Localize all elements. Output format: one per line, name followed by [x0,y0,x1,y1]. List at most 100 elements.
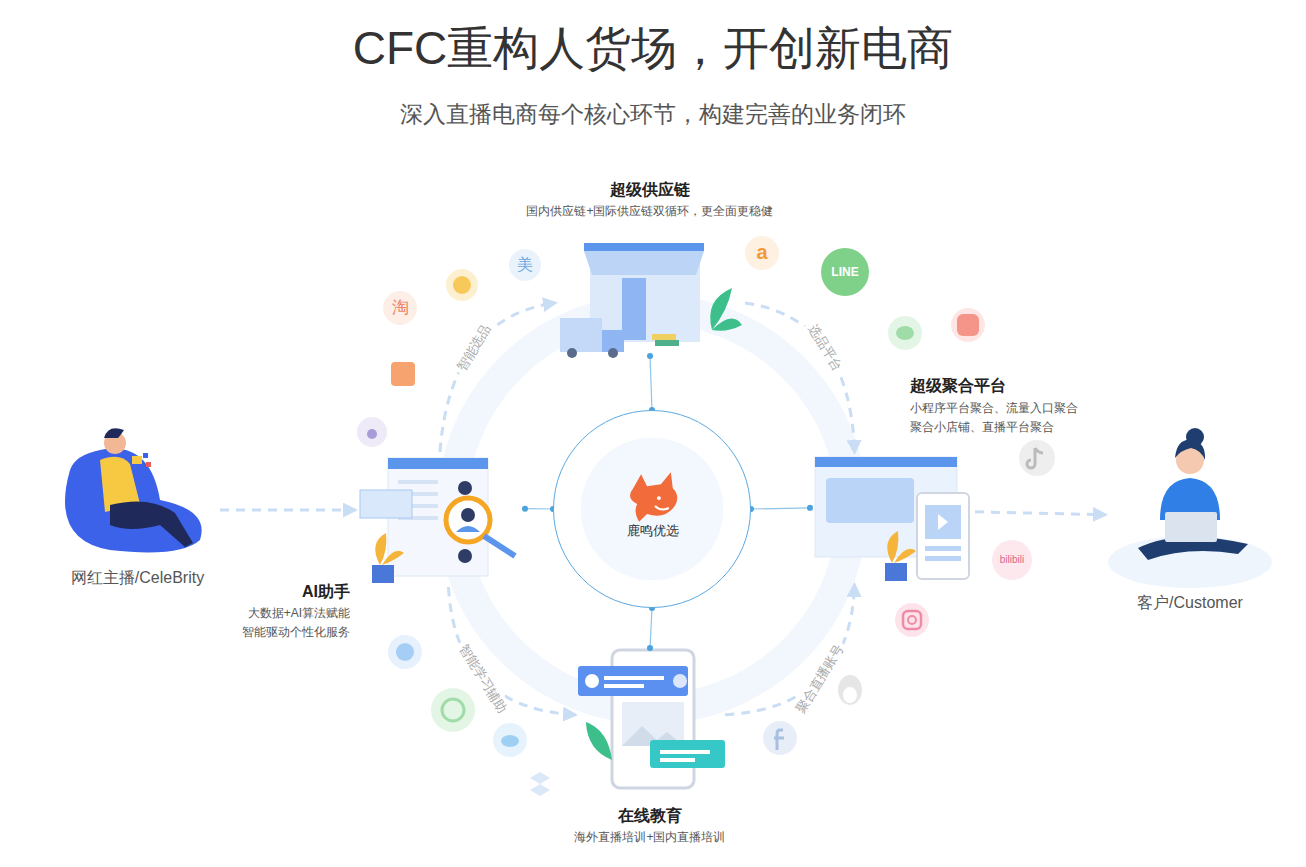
illustration-part [622,702,684,746]
illustration-part [446,498,490,542]
illustration-part [843,687,857,703]
node-heading: AI助手 [200,582,350,603]
illustration-part [585,674,599,688]
illustration-part [745,236,779,270]
illustration-part [458,481,472,495]
platform-screens [815,457,969,581]
illustration-part [660,750,710,754]
illustration-part [65,449,202,553]
illustration-part [608,348,618,358]
dashed-arrow [440,303,555,452]
illustration-part [143,453,148,458]
illustration-part [388,635,422,669]
illustration-part [1165,512,1217,542]
illustration-part [1108,536,1272,588]
illustration-part [925,546,961,551]
illustration-part [360,490,412,518]
illustration-part [908,616,916,624]
illustration-part [383,291,417,325]
ring [452,309,852,709]
subtitle: 深入直播电商每个核心环节，构建完善的业务闭环 [0,100,1306,130]
illustration-part [622,278,646,340]
ai-assistant-node: AI助手大数据+AI算法赋能 智能驱动个性化服务 [355,452,525,587]
illustration-part [388,458,488,469]
illustration-part [456,526,480,532]
dashed-arrow [745,303,855,452]
illustration-part [132,456,142,464]
illustration-part [458,549,472,563]
dashed-arrow [220,509,355,512]
illustration-part [509,249,541,281]
illustration-part [951,308,985,342]
connector-line [650,608,652,648]
illustration-part [887,531,916,563]
customer-figure [1108,428,1272,588]
illustration-part [604,676,664,680]
illustration-part [442,699,464,721]
illustration-part [1019,440,1055,476]
illustration-part [660,758,695,762]
illustration-part [446,269,478,301]
illustration-part [560,318,602,352]
illustration-part [578,666,688,696]
illustration-part [917,493,969,579]
connector-dot [807,505,813,511]
illustration-part [903,611,921,629]
node-body: 小程序平台聚合、流量入口聚合 聚合小店铺、直播平台聚合 [910,399,1110,437]
illustration-part [957,314,979,336]
illustration-part [938,514,948,530]
illustration-part [104,428,124,438]
illustration-part [146,462,151,467]
connector-dot [522,506,528,512]
illustration-part [604,684,644,688]
platform-node: 超级聚合平台小程序平台聚合、流量入口聚合 聚合小店铺、直播平台聚合 [810,452,975,585]
illustration-part [584,251,704,275]
illustration-part [484,536,515,556]
education-phone [578,650,725,788]
node-heading: 在线教育 [500,806,800,827]
ai-window [360,458,515,583]
illustration-part [110,501,193,547]
dashed-arrow [975,512,1105,515]
celebrity-figure [65,428,202,552]
illustration-part [763,721,797,755]
node-heading: 鹿鸣优选 [554,523,752,540]
node-heading: 客户/Customer [1090,593,1290,614]
illustration-part [396,643,414,661]
illustration-part [896,326,914,340]
node-heading: 网红主播/CeleBrity [35,568,240,589]
warehouse [560,243,742,358]
illustration-part [1175,440,1205,460]
node-heading: 超级供应链 [450,180,850,201]
node-body: 海外直播培训+国内直播培训 [500,830,800,846]
celebrity-node: 网红主播/CeleBrity [55,425,220,595]
illustration-part [357,417,387,447]
illustration-part [821,248,869,296]
illustration-part [372,565,394,583]
app-icons [357,236,1055,796]
illustration-part [567,348,577,358]
illustration-part [375,533,404,565]
icon-text: bilibili [990,553,1034,567]
illustration-part [650,740,725,768]
illustration-part [826,478,914,523]
illustration-part [815,457,957,467]
illustration-part [387,357,419,389]
illustration-part [774,730,784,750]
center-circle: 鹿鸣优选 [553,410,751,608]
connector-line [650,356,652,410]
illustration-part [530,772,550,796]
logo [554,411,750,607]
illustration-part [452,309,852,709]
illustration-part [655,340,679,346]
connector-line [525,508,553,509]
illustration-part [895,603,929,637]
icon-text: LINE [821,264,869,280]
illustration-part [838,675,862,705]
illustration-part [461,508,475,522]
illustration-part [925,556,961,561]
illustration-part [398,480,438,484]
connector-line [751,508,810,509]
illustration-part [584,243,704,251]
page-title: CFC重构人货场，开创新电商 [0,18,1306,80]
